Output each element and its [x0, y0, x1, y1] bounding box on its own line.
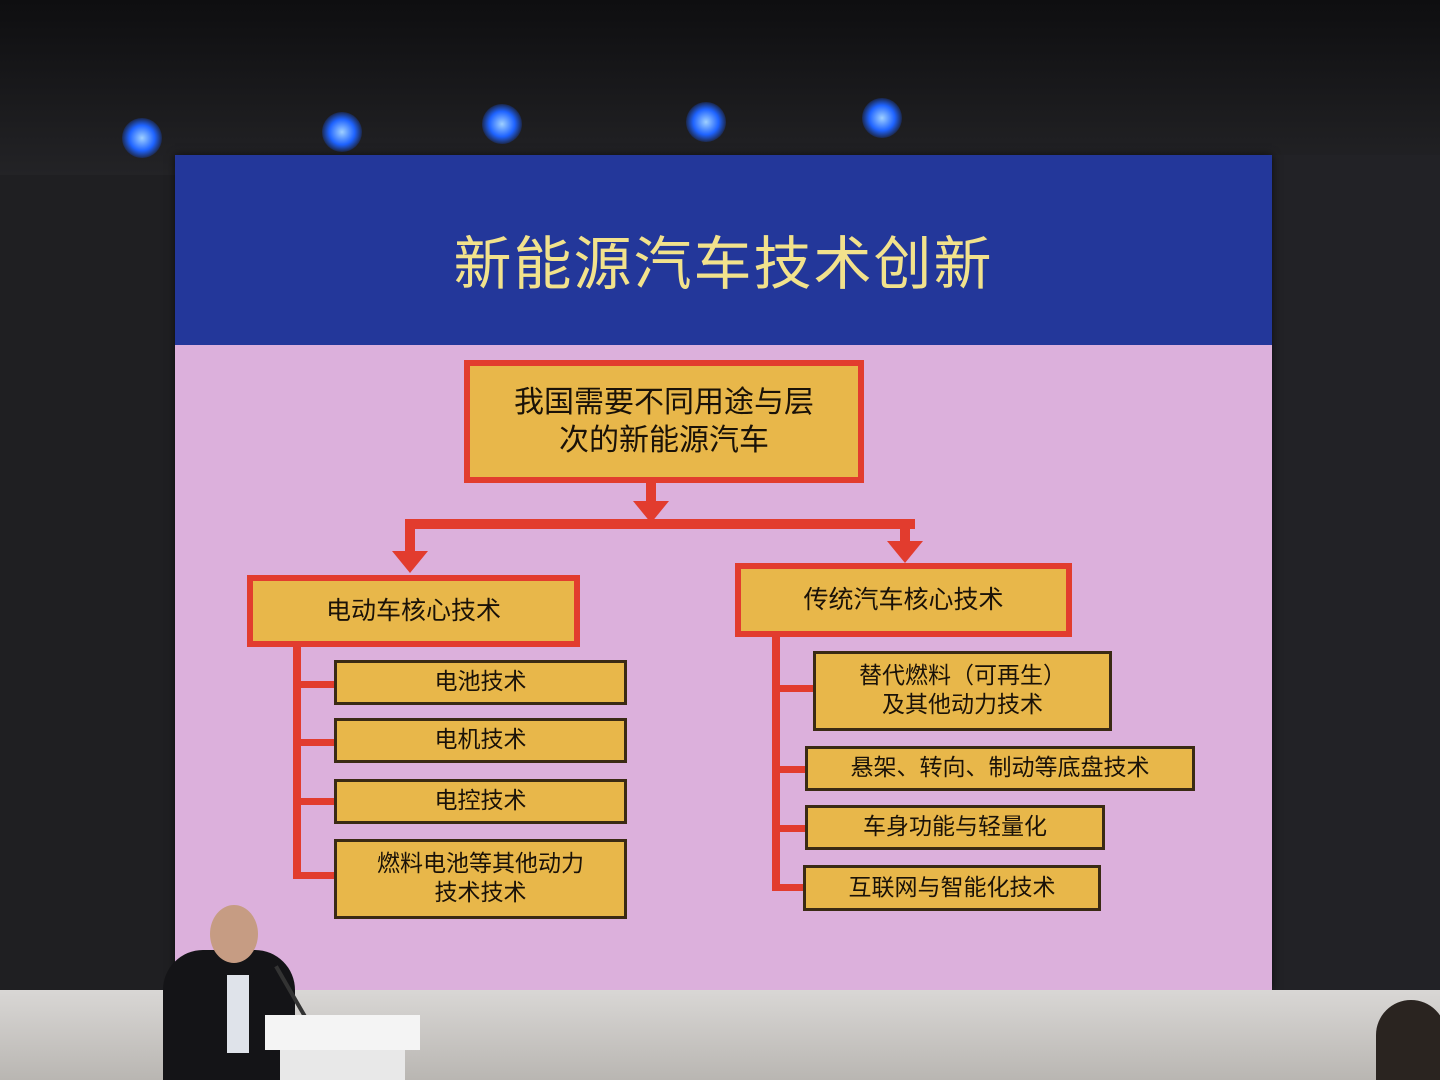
left-item-1: 电池技术: [334, 660, 627, 705]
stage-light-3: [482, 104, 522, 144]
right-heading-text: 传统汽车核心技术: [803, 585, 1004, 615]
right-branch-stem: [900, 519, 910, 543]
wall-left: [0, 175, 175, 995]
right-heading-box: 传统汽车核心技术: [735, 563, 1072, 637]
left-tree-spine: [293, 647, 301, 879]
left-item-2: 电机技术: [334, 718, 627, 763]
right-item-3-text: 车身功能与轻量化: [863, 814, 1047, 841]
left-item-2-text: 电机技术: [434, 727, 527, 754]
right-tree-tick-2: [772, 766, 806, 773]
slide-header-band: 新能源汽车技术创新: [175, 155, 1272, 345]
slide-title: 新能源汽车技术创新: [453, 230, 994, 298]
right-item-1: 替代燃料（可再生） 及其他动力技术: [813, 651, 1112, 731]
speaker-badge: [227, 975, 249, 1053]
wall-right: [1272, 155, 1440, 995]
root-arrow: [633, 501, 669, 523]
left-tree-tick-2: [293, 739, 335, 746]
lighting-truss: [0, 0, 1440, 175]
stage-light-1: [122, 118, 162, 158]
left-item-1-text: 电池技术: [434, 669, 527, 696]
speaker-head: [210, 905, 258, 963]
right-branch-arrow: [887, 541, 923, 563]
root-box-text: 我国需要不同用途与层 次的新能源汽车: [514, 385, 814, 458]
left-item-3: 电控技术: [334, 779, 627, 824]
right-item-3: 车身功能与轻量化: [805, 805, 1105, 850]
branch-bar: [405, 519, 915, 529]
right-item-1-text: 替代燃料（可再生） 及其他动力技术: [859, 663, 1066, 718]
left-item-3-text: 电控技术: [434, 788, 527, 815]
right-item-2-text: 悬架、转向、制动等底盘技术: [850, 755, 1150, 782]
left-tree-tick-1: [293, 681, 335, 688]
root-box: 我国需要不同用途与层 次的新能源汽车: [464, 360, 864, 483]
projection-screen: 新能源汽车技术创新 我国需要不同用途与层 次的新能源汽车 电动车核心技术 传统汽…: [175, 155, 1272, 990]
left-branch-arrow: [392, 551, 428, 573]
stage-light-2: [322, 112, 362, 152]
right-tree-tick-1: [772, 685, 814, 692]
left-heading-box: 电动车核心技术: [247, 575, 580, 647]
stage-light-4: [686, 102, 726, 142]
podium-top: [265, 1015, 420, 1050]
left-heading-text: 电动车核心技术: [325, 596, 501, 626]
left-item-4: 燃料电池等其他动力 技术技术: [334, 839, 627, 919]
stage-light-5: [862, 98, 902, 138]
left-branch-stem: [405, 519, 415, 553]
left-tree-tick-4: [293, 872, 335, 879]
audience-person: [1376, 1000, 1440, 1080]
right-item-4: 互联网与智能化技术: [803, 865, 1101, 911]
podium-body: [280, 1050, 405, 1080]
root-stem: [646, 481, 656, 503]
right-item-2: 悬架、转向、制动等底盘技术: [805, 746, 1195, 791]
right-tree-tick-3: [772, 825, 806, 832]
right-item-4-text: 互联网与智能化技术: [848, 874, 1056, 901]
right-tree-spine: [772, 637, 780, 889]
right-tree-tick-4: [772, 884, 806, 891]
left-item-4-text: 燃料电池等其他动力 技术技术: [377, 851, 584, 906]
left-tree-tick-3: [293, 798, 335, 805]
